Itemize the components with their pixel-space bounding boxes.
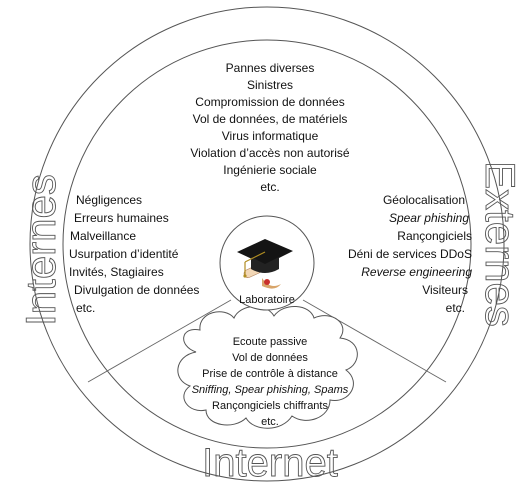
cloud-shape xyxy=(177,306,358,429)
divider-right xyxy=(302,299,447,383)
list-item: etc. xyxy=(76,301,95,315)
list-item: Usurpation d’identité xyxy=(69,247,179,261)
list-item: Rançongiciels chiffrants xyxy=(212,400,328,412)
list-item: Erreurs humaines xyxy=(74,211,169,225)
center-label: Laboratoire xyxy=(239,294,295,306)
list-item: Virus informatique xyxy=(222,129,319,143)
zone-title-internet: Internet xyxy=(202,441,338,485)
list-item: Déni de services DDoS xyxy=(348,247,472,261)
list-item: Spear phishing xyxy=(389,211,469,225)
internal-threat-list: Négligences Erreurs humaines Malveillanc… xyxy=(69,193,199,315)
list-item: Invités, Stagiaires xyxy=(69,265,164,279)
list-item: Négligences xyxy=(76,193,142,207)
list-item: Rançongiciels xyxy=(397,229,472,243)
list-item: Visiteurs xyxy=(422,283,468,297)
list-item: etc. xyxy=(261,416,279,428)
internet-threat-list: Ecoute passive Vol de données Prise de c… xyxy=(192,336,349,428)
list-item: Sniffing, Spear phishing, Spams xyxy=(192,384,349,396)
list-item: Vol de données, de matériels xyxy=(193,112,348,126)
divider-left xyxy=(87,299,232,383)
zone-title-internes: Internes xyxy=(17,174,64,326)
list-item: Pannes diverses xyxy=(226,61,315,75)
list-item: etc. xyxy=(260,180,279,194)
list-item: etc. xyxy=(446,301,465,315)
top-threat-list: Pannes diverses Sinistres Compromission … xyxy=(190,61,350,194)
list-item: Vol de données xyxy=(232,352,308,364)
list-item: Violation d’accès non autorisé xyxy=(190,146,350,160)
external-threat-list: Géolocalisation Spear phishing Rançongic… xyxy=(348,193,472,315)
list-item: Compromission de données xyxy=(195,95,344,109)
list-item: Divulgation de données xyxy=(74,283,199,297)
list-item: Sinistres xyxy=(247,78,293,92)
zone-title-externes: Externes xyxy=(477,161,521,327)
list-item: Prise de contrôle à distance xyxy=(202,368,338,380)
list-item: Géolocalisation xyxy=(383,193,465,207)
list-item: Malveillance xyxy=(70,229,136,243)
graduation-cap-diploma-icon xyxy=(237,239,293,289)
list-item: Reverse engineering xyxy=(361,265,472,279)
list-item: Ecoute passive xyxy=(233,336,308,348)
list-item: Ingénierie sociale xyxy=(223,163,317,177)
